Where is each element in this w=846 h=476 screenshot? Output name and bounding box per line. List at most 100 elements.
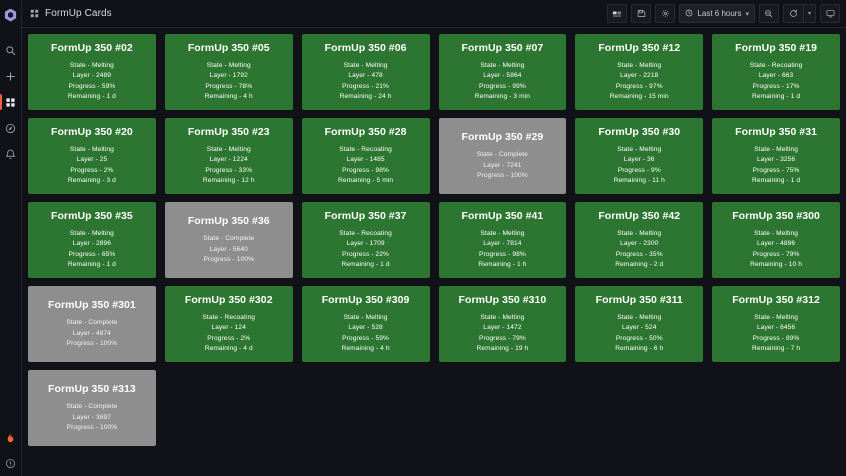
machine-card-metric-line: State - Melting [343,313,388,321]
refresh-interval-dropdown[interactable]: ▾ [802,4,816,23]
flame-icon[interactable] [0,426,22,450]
machine-card-metric-line: Layer - 1792 [209,72,248,80]
machine-card-title: FormUp 350 #05 [187,41,270,54]
machine-card-metric-line: Layer - 4896 [756,240,796,248]
machine-card-metric-line: State - Recoating [202,313,256,321]
machine-card-metric-line: Progress - 100% [477,172,528,179]
dashboard-grid-icon [30,9,39,18]
machine-card-metric-line: Remaining - 1 d [341,261,390,269]
explore-icon[interactable] [0,115,22,141]
machine-card-title: FormUp 350 #37 [324,209,407,222]
plus-icon[interactable] [0,63,22,89]
machine-card-title: FormUp 350 #313 [48,383,136,395]
machine-card-metric-line: State - Melting [754,145,799,153]
search-icon[interactable] [0,37,22,63]
alerting-bell-icon[interactable] [0,141,22,167]
machine-card-metric-line: Remaining - 4 d [204,345,253,353]
machine-card-metric-line: Layer - 1224 [209,156,248,164]
machine-card-title: FormUp 350 #19 [735,41,817,54]
clock-icon [685,9,693,19]
machine-card-title: FormUp 350 #301 [48,299,136,311]
machine-card-metric-line: State - Melting [69,145,114,153]
sidebar-item-dashboards[interactable] [0,89,22,115]
machine-card-metric-line: Layer - 2218 [620,72,659,80]
machine-card-metric-line: Remaining - 5 min [337,177,394,185]
machine-card-metric-line: Progress - 35% [615,250,663,258]
machine-card-metric-line: Progress - 59% [342,334,389,342]
zoom-out-time-button[interactable] [758,4,779,23]
machine-card-metric-line: State - Melting [754,229,799,237]
refresh-picker: ▾ [782,4,816,23]
machine-card-metric-line: State - Recoating [339,229,392,237]
machine-card-metric-line: Layer - 1485 [346,156,385,164]
machine-card-title: FormUp 350 #06 [324,41,407,54]
toolbar-actions: Last 6 hours ▾ ▾ [607,4,840,23]
save-dashboard-button[interactable] [631,4,652,23]
machine-card-metric-line: State - Melting [480,61,525,69]
tv-mode-button[interactable] [820,4,840,23]
machine-card-metric-line: State - Complete [203,235,255,242]
machine-card-metric-line: State - Melting [480,229,525,237]
dashboard-settings-gear-icon[interactable] [655,4,676,23]
machine-card-metric-line: State - Recoating [749,61,803,69]
breadcrumb[interactable]: FormUp Cards [30,8,112,19]
machine-card-metric-line: Remaining - 24 h [339,93,392,101]
machine-card-metric-line: State - Melting [617,61,662,69]
help-icon[interactable] [0,450,22,476]
machine-card-metric-line: Layer - 478 [348,72,383,80]
machine-card-metric-line: Remaining - 1 d [752,177,801,185]
machine-card-metric-line: Progress - 65% [68,250,116,258]
add-panel-button[interactable] [607,4,628,23]
machine-card-metric-line: Progress - 79% [478,334,526,342]
machine-card-metric-line: State - Melting [343,61,388,69]
machine-card-metric-line: Layer - 1709 [346,240,385,248]
machine-card-metric-line: Progress - 17% [752,82,800,90]
machine-card-title: FormUp 350 #36 [187,215,270,227]
time-range-picker[interactable]: Last 6 hours ▾ [679,4,755,23]
machine-card-title: FormUp 350 #311 [595,293,683,306]
grafana-logo[interactable] [3,7,19,23]
machine-card-metric-line: Progress - 98% [478,250,526,258]
refresh-dashboard-button[interactable] [782,4,803,23]
machine-card-metric-line: Layer - 528 [348,324,383,332]
machine-card-title: FormUp 350 #31 [735,125,817,138]
machine-card-title: FormUp 350 #30 [598,125,681,138]
machine-card-metric-line: Layer - 2489 [72,72,112,80]
machine-card-metric-line: Layer - 5640 [209,245,248,253]
